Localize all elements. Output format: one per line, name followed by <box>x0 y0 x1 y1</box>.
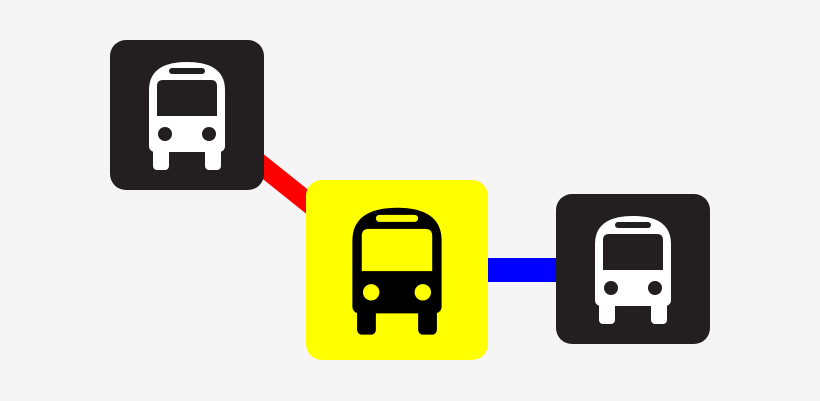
bus-icon <box>352 207 442 335</box>
bus-stop-tile-left <box>110 40 264 190</box>
bus-icon <box>595 216 671 324</box>
bus-icon <box>149 62 225 170</box>
bus-stop-tile-center-highlighted <box>306 180 488 360</box>
bus-stop-tile-right <box>556 194 710 344</box>
